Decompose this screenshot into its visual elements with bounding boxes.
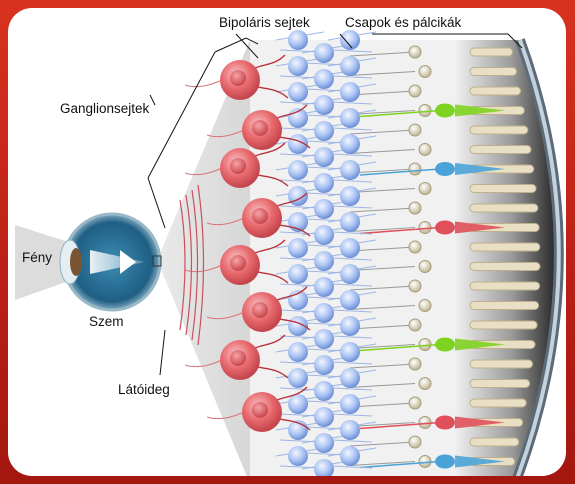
label-cones-rods: Csapok és pálcikák: [345, 15, 461, 30]
label-eye: Szem: [89, 314, 124, 329]
label-ganglion-cells: Ganglionsejtek: [60, 101, 149, 116]
label-light: Fény: [22, 250, 52, 265]
label-optic-nerve: Látóideg: [118, 382, 170, 397]
label-bipolar-cells: Bipoláris sejtek: [219, 15, 310, 30]
